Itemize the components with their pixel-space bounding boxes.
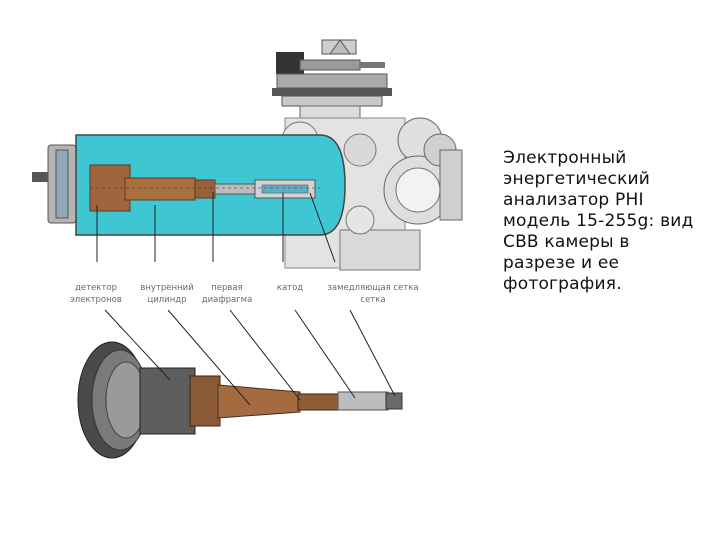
label-first-diaphragm: первая диафрагма — [201, 283, 253, 305]
top-manipulator — [272, 39, 392, 127]
figure-caption: Электронный энергетический анализатор PH… — [503, 148, 694, 294]
cutaway-section — [75, 134, 346, 236]
label-inner-cylinder: внутренний цилиндр — [140, 283, 194, 305]
label-retarding-grid: замедляющая сетка сетка — [327, 283, 419, 305]
photo-assembly — [77, 341, 403, 459]
leader-lines — [96, 192, 396, 406]
label-detector: детектор электронов — [70, 283, 122, 305]
label-cathode: катод — [276, 283, 304, 293]
left-flange — [32, 144, 77, 224]
